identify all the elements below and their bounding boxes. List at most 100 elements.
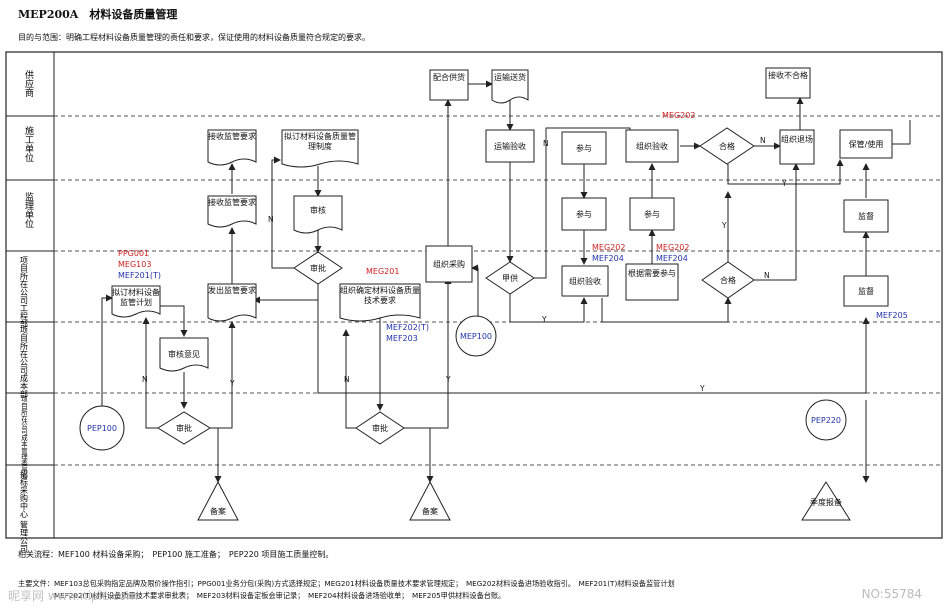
pep100-a-label: PEP100 xyxy=(87,424,117,433)
edge-label-y: Y xyxy=(445,375,451,384)
lane-label-construction: 施工单位 xyxy=(23,125,34,163)
file-a-node xyxy=(197,480,239,521)
make-plan-node xyxy=(111,285,161,318)
ref-mef204-right: MEF204 xyxy=(656,254,688,263)
part-1-node xyxy=(561,131,607,165)
file-b-label: 备案 xyxy=(422,506,438,516)
org-purchase-node xyxy=(425,245,473,283)
edge-label-n: N xyxy=(344,375,350,384)
deliver-node xyxy=(429,69,469,101)
lane-label-engineering: 项目所在公司工程部 xyxy=(20,256,29,329)
file-a-label: 备案 xyxy=(210,506,226,516)
supervise-1-label: 监督 xyxy=(858,211,874,221)
edge-label-n: N xyxy=(268,215,274,224)
approve-a-label: 审批 xyxy=(176,423,192,433)
ref-meg202-right: MEG202 xyxy=(656,243,689,252)
transport-check-node xyxy=(485,129,535,163)
recv-reject-node xyxy=(765,67,811,99)
org-exit-label: 组织退场 xyxy=(781,135,813,144)
need-part-label: 根据需要参与 xyxy=(628,269,676,278)
recv-sup-2-node xyxy=(207,195,257,228)
qual-2-node xyxy=(701,261,755,299)
transport-check-label: 运输验收 xyxy=(494,141,526,151)
ref-meg103: MEG103 xyxy=(118,260,151,269)
recv-sup-1-node xyxy=(207,129,257,166)
recv-sup-1-label: 接收监管要求 xyxy=(208,132,256,141)
approve-c-node xyxy=(355,411,405,445)
pep220-label: PEP220 xyxy=(811,416,841,425)
supply-a-label: 甲供 xyxy=(502,273,518,283)
edge-label-n: N xyxy=(142,375,148,384)
mep100-node xyxy=(455,315,497,357)
ref-meg202-top: MEG202 xyxy=(662,111,695,120)
edge-label-n: N xyxy=(760,136,766,145)
ref-meg202-mid: MEG202 xyxy=(592,243,625,252)
pep220-node xyxy=(805,399,847,441)
make-system-label: 拟订材料设备质量管理制度 xyxy=(284,132,356,151)
review-opinion-label: 审核意见 xyxy=(168,349,200,359)
org-check-2-label: 组织验收 xyxy=(569,276,601,286)
part-2-node xyxy=(561,197,607,231)
part-1-label: 参与 xyxy=(576,143,592,153)
review-s-label: 审核 xyxy=(310,205,326,215)
recv-reject-label: 接收不合格 xyxy=(768,71,808,80)
tech-req-label: 组织确定材料设备质量技术要求 xyxy=(340,286,420,305)
file-b-node xyxy=(409,480,451,521)
part-3-label: 参与 xyxy=(644,209,660,219)
recv-sup-2-label: 接收监管要求 xyxy=(208,198,256,207)
edge-label-y: Y xyxy=(229,379,235,388)
ref-mef205: MEF205 xyxy=(876,311,908,320)
qual-1-node xyxy=(699,127,755,165)
ref-mef204-mid: MEF204 xyxy=(592,254,624,263)
ref-mef202t: MEF202(T) xyxy=(386,323,429,332)
edge-label-y: Y xyxy=(541,315,547,324)
tech-req-node xyxy=(339,283,421,322)
edge-label-y: Y xyxy=(721,221,727,230)
lane-label-supervisor: 监理单位 xyxy=(23,191,34,229)
watermark: 昵享网 www.nipic.com xyxy=(8,589,138,603)
org-check-1-label: 组织验收 xyxy=(636,141,668,151)
supervise-1-node xyxy=(843,199,889,233)
supervise-2-label: 监督 xyxy=(858,286,874,296)
edge-label-y: Y xyxy=(781,179,787,188)
part-3-node xyxy=(629,197,675,231)
lane-label-supplier: 供应商 xyxy=(23,69,34,98)
image-number: NO:55784 xyxy=(861,587,922,601)
approve-c-label: 审批 xyxy=(372,423,388,433)
quarter-report-node xyxy=(801,481,851,521)
ref-mef203: MEF203 xyxy=(386,334,418,343)
org-check-1-node xyxy=(625,129,679,163)
supervise-2-node xyxy=(843,275,889,307)
qual-1-label: 合格 xyxy=(719,141,735,151)
ship-label: 运输送货 xyxy=(494,73,526,82)
ref-meg201: MEG201 xyxy=(366,267,399,276)
edge-label-n: N xyxy=(764,271,770,280)
lane-label-procurement: 招标采购中心 管理公司 xyxy=(20,469,29,553)
purpose-text: 目的与范围：明确工程材料设备质量管理的责任和要求，保证使用的材料设备质量符合规定… xyxy=(18,33,370,42)
org-purchase-label: 组织采购 xyxy=(433,259,465,269)
review-s-node xyxy=(293,195,343,234)
ref-ppg001: PPG001 xyxy=(118,249,149,258)
ref-mef201t: MEF201(T) xyxy=(118,271,161,280)
make-system-node xyxy=(281,129,359,168)
make-plan-label: 拟订材料设备监管计划 xyxy=(112,288,160,307)
pep100-a-node xyxy=(79,405,125,451)
related-processes: 相关流程：MEF100 材料设备采购； PEP100 施工准备； PEP220 … xyxy=(18,550,334,559)
send-sup-label: 发出监管要求 xyxy=(208,286,256,295)
part-2-label: 参与 xyxy=(576,209,592,219)
mep100-label: MEP100 xyxy=(460,332,492,341)
org-check-2-node xyxy=(561,265,609,297)
qual-2-label: 合格 xyxy=(720,275,736,285)
org-exit-node xyxy=(779,129,815,165)
approve-b-node xyxy=(293,251,343,285)
quarter-report-label: 季度报备 xyxy=(810,498,842,507)
edge-label-n: N xyxy=(543,139,549,148)
keep-use-node xyxy=(839,129,893,159)
main-documents-line-1: 主要文件：MEF103总包采购指定品牌及限价操作指引；PPG001业务分包(采购… xyxy=(18,579,675,588)
page-title: MEP200A 材料设备质量管理 xyxy=(18,8,178,21)
supply-a-node xyxy=(485,261,535,295)
need-part-node xyxy=(625,263,679,301)
review-opinion-node xyxy=(159,337,209,372)
edge-label-y: Y xyxy=(699,384,705,393)
